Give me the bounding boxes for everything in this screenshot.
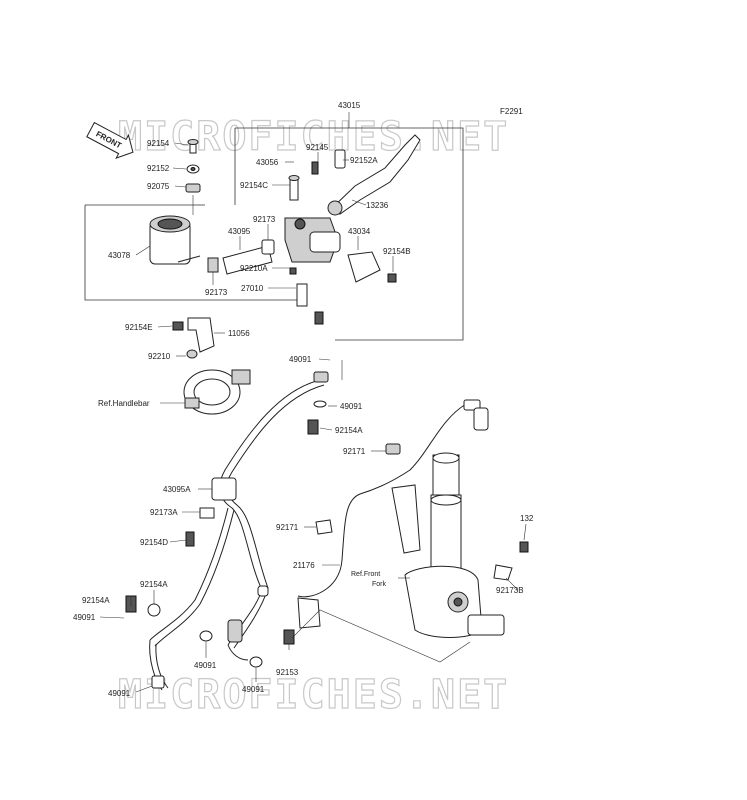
label-49091-bottom: 49091 [108,689,131,698]
label-27010: 27010 [241,284,264,293]
label-92171-lower: 92171 [276,523,299,532]
label-92154: 92154 [147,139,170,148]
hose-fittings [125,371,329,689]
label-92075: 92075 [147,182,170,191]
assembly-frame-43015 [84,112,464,341]
label-92173-lower: 92173 [205,288,228,297]
label-92154A-upper: 92154A [335,426,363,435]
brake-lever [311,134,421,216]
label-92210A: 92210A [240,264,268,273]
label-21176: 21176 [293,561,315,570]
label-ref-handlebar: Ref.Handlebar [98,399,150,408]
label-92173-upper: 92173 [253,215,276,224]
brake-hoses [149,379,325,691]
handlebar-clamp [347,251,397,283]
master-cylinder [284,175,341,325]
label-49091-left: 49091 [73,613,96,622]
label-49091-upper-right: 49091 [340,402,363,411]
watermark-top: MICROFICHES.NET [118,114,509,160]
watermark: MICROFICHES.NET MICROFICHES.NET [117,113,509,718]
figure-code: F2291 [500,107,523,116]
label-49091-lower-right: 49091 [242,685,265,694]
label-49091-middle: 49091 [194,661,217,670]
label-92171-upper: 92171 [343,447,366,456]
label-43056: 43056 [256,158,279,167]
label-43034: 43034 [348,227,371,236]
label-92153: 92153 [276,668,299,677]
label-92154C: 92154C [240,181,268,190]
front-arrow-badge: FRONT [86,121,134,159]
label-92173A: 92173A [150,508,178,517]
leader-lines [99,142,527,693]
label-92154A-left: 92154A [82,596,110,605]
reservoir-tank [149,215,201,265]
reservoir-bracket [172,317,215,359]
handlebar-ring [183,369,251,415]
front-fork [391,452,529,638]
switch-wire [283,399,489,645]
label-11056: 11056 [228,329,250,338]
label-92210: 92210 [148,352,171,361]
reservoir-cap-parts [185,139,201,215]
label-ref-fork: Fork [372,581,387,588]
label-92154B: 92154B [383,247,411,256]
label-49091-top: 49091 [289,355,312,364]
label-92154D: 92154D [140,538,168,547]
label-92154A-middle: 92154A [140,580,168,589]
watermark-bottom: MICROFICHES.NET [118,672,509,718]
label-92152A: 92152A [350,156,378,165]
label-43095: 43095 [228,227,251,236]
label-13236: 13236 [366,201,389,210]
part-labels: 43015 92154 92152 92075 43078 43095 9217… [73,101,534,698]
label-43078: 43078 [108,251,131,260]
label-92145: 92145 [306,143,329,152]
label-92154E: 92154E [125,323,153,332]
label-43095A: 43095A [163,485,191,494]
label-132: 132 [520,514,534,523]
label-92173B: 92173B [496,586,524,595]
label-92152: 92152 [147,164,170,173]
label-ref-front: Ref.Front [351,571,380,578]
label-43015: 43015 [338,101,361,110]
reservoir-hose [207,239,275,275]
